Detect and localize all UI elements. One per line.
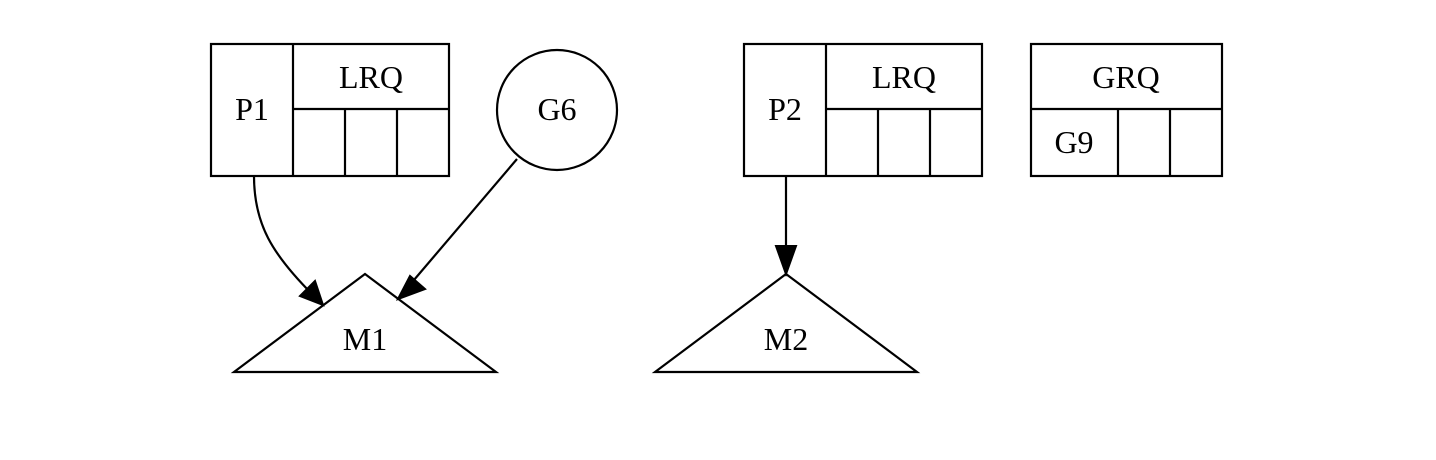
- grq-node: GRQ G9: [1029, 42, 1224, 178]
- edge-p2-m2: [774, 176, 798, 277]
- m2-node: M2: [651, 272, 921, 374]
- edge-g6-m1: [395, 158, 518, 301]
- p2-lrq-label: LRQ: [872, 59, 936, 95]
- edge-p1-m1-arrowhead: [298, 279, 325, 307]
- m1-label: M1: [343, 321, 387, 357]
- g6-label: G6: [537, 91, 576, 127]
- grq-slot-g9: G9: [1054, 124, 1093, 160]
- g6-circle: [495, 48, 619, 172]
- p1-lrq-label: LRQ: [339, 59, 403, 95]
- edge-p1-m1: [252, 175, 325, 307]
- p2-label: P2: [768, 91, 802, 127]
- grq-label: GRQ: [1092, 59, 1160, 95]
- m2-label: M2: [764, 321, 808, 357]
- edge-p2-m2-arrowhead: [774, 245, 798, 277]
- edge-g6-m1-arrowhead: [395, 274, 427, 301]
- m1-triangle: [230, 272, 500, 374]
- p2-node: P2 LRQ: [742, 42, 984, 178]
- p1-label: P1: [235, 91, 269, 127]
- m1-node: M1: [230, 272, 500, 374]
- m2-triangle: [651, 272, 921, 374]
- edge-p1-m1-line: [252, 175, 314, 296]
- g6-node: G6: [495, 48, 619, 172]
- p1-node: P1 LRQ: [209, 42, 451, 178]
- edge-g6-m1-line: [407, 158, 518, 288]
